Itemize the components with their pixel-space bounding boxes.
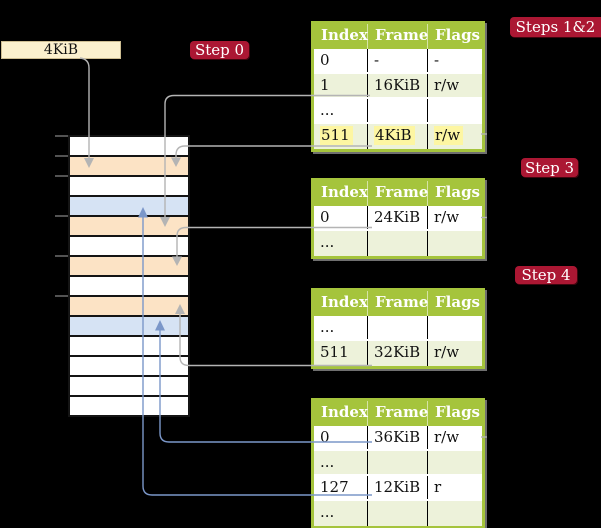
memory-row: [70, 357, 188, 377]
column-header: Flags: [435, 183, 480, 201]
table-header-row: Index Frame Flags: [314, 24, 482, 49]
page-table-1: Index Frame Flags 0 - - 1 16KiB r/w ... …: [311, 21, 485, 152]
step-4-badge: Step 4: [515, 266, 577, 284]
memory-row: [70, 257, 188, 277]
table-cell: 0: [314, 206, 368, 229]
table-cell: [368, 316, 428, 339]
table-row-highlighted: 511 4KiB r/w: [314, 124, 482, 149]
table-cell: [368, 501, 428, 526]
table-cell: [368, 231, 428, 256]
table-cell: 0: [314, 49, 368, 72]
table-header-row: Index Frame Flags: [314, 181, 482, 206]
memory-row: [70, 317, 188, 337]
column-header: Index: [314, 181, 368, 206]
column-header: Index: [314, 401, 368, 426]
page-table-4: Index Frame Flags 0 36KiB r/w ... 127 12…: [311, 398, 485, 528]
table-row: ...: [314, 231, 482, 256]
table-cell: r/w: [434, 76, 460, 94]
memory-row: [70, 177, 188, 197]
table-cell: ...: [314, 501, 368, 526]
page-table-3: Index Frame Flags ... 511 32KiB r/w: [311, 288, 485, 369]
column-header: Frame: [368, 24, 428, 49]
table-row: 127 12KiB r: [314, 476, 482, 501]
table-cell: ...: [314, 231, 368, 256]
table-cell: -: [434, 51, 440, 69]
step-3-badge: Step 3: [521, 158, 578, 177]
table-cell: 4KiB: [368, 124, 428, 149]
memory-row: [70, 137, 188, 157]
table-cell: r/w: [434, 428, 460, 446]
steps-1-2-badge: Steps 1&2: [510, 17, 601, 37]
table-cell: 36KiB: [368, 426, 428, 449]
table-cell: ...: [314, 451, 368, 474]
memory-row: [70, 397, 188, 415]
table-cell: -: [368, 49, 428, 72]
memory-row: [70, 197, 188, 217]
table-cell: [428, 451, 482, 474]
table-cell: 0: [314, 426, 368, 449]
column-header: Flags: [435, 403, 480, 421]
table-cell: 32KiB: [368, 341, 428, 366]
table-cell: [368, 99, 428, 122]
table-row: 0 - -: [314, 49, 482, 74]
column-header: Frame: [368, 401, 428, 426]
table-cell: r: [434, 478, 442, 496]
column-header: Flags: [435, 293, 480, 311]
column-header: Frame: [368, 291, 428, 316]
memory-row: [70, 217, 188, 237]
physical-memory-column: [68, 135, 190, 417]
table-cell: 127: [314, 476, 368, 499]
table-cell: 24KiB: [368, 206, 428, 229]
table-row: 1 16KiB r/w: [314, 74, 482, 99]
table-cell: r/w: [434, 208, 460, 226]
table-cell: 1: [314, 74, 368, 97]
column-header: Frame: [368, 181, 428, 206]
table-cell: [368, 451, 428, 474]
column-header: Flags: [435, 26, 480, 44]
table-header-row: Index Frame Flags: [314, 401, 482, 426]
table-cell: ...: [314, 99, 368, 122]
table-cell: ...: [314, 316, 368, 339]
table-cell: 511: [314, 341, 368, 366]
table-cell: 12KiB: [368, 476, 428, 499]
memory-row: [70, 377, 188, 397]
column-header: Index: [314, 291, 368, 316]
table-row: 0 24KiB r/w: [314, 206, 482, 231]
table-cell: [428, 231, 482, 256]
memory-row: [70, 277, 188, 297]
table-cell: 16KiB: [368, 74, 428, 97]
memory-row: [70, 337, 188, 357]
table-cell: [428, 501, 482, 526]
table-row: 511 32KiB r/w: [314, 341, 482, 366]
table-row: ...: [314, 316, 482, 341]
table-row: ...: [314, 451, 482, 476]
table-cell: [428, 99, 482, 122]
memory-row: [70, 297, 188, 317]
table-row: ...: [314, 501, 482, 526]
memory-row: [70, 157, 188, 177]
table-cell: r/w: [428, 124, 482, 149]
column-header: Index: [314, 24, 368, 49]
page-table-2: Index Frame Flags 0 24KiB r/w ...: [311, 178, 485, 259]
table-row: 0 36KiB r/w: [314, 426, 482, 451]
table-row: ...: [314, 99, 482, 124]
table-cell: [428, 316, 482, 339]
table-cell: 511: [314, 124, 368, 149]
table-cell: r/w: [434, 343, 460, 361]
step-0-badge: Step 0: [190, 41, 249, 59]
memory-row: [70, 237, 188, 257]
memory-tick-marks: [55, 135, 68, 297]
table-header-row: Index Frame Flags: [314, 291, 482, 316]
page-size-label: 4KiB: [1, 41, 121, 59]
